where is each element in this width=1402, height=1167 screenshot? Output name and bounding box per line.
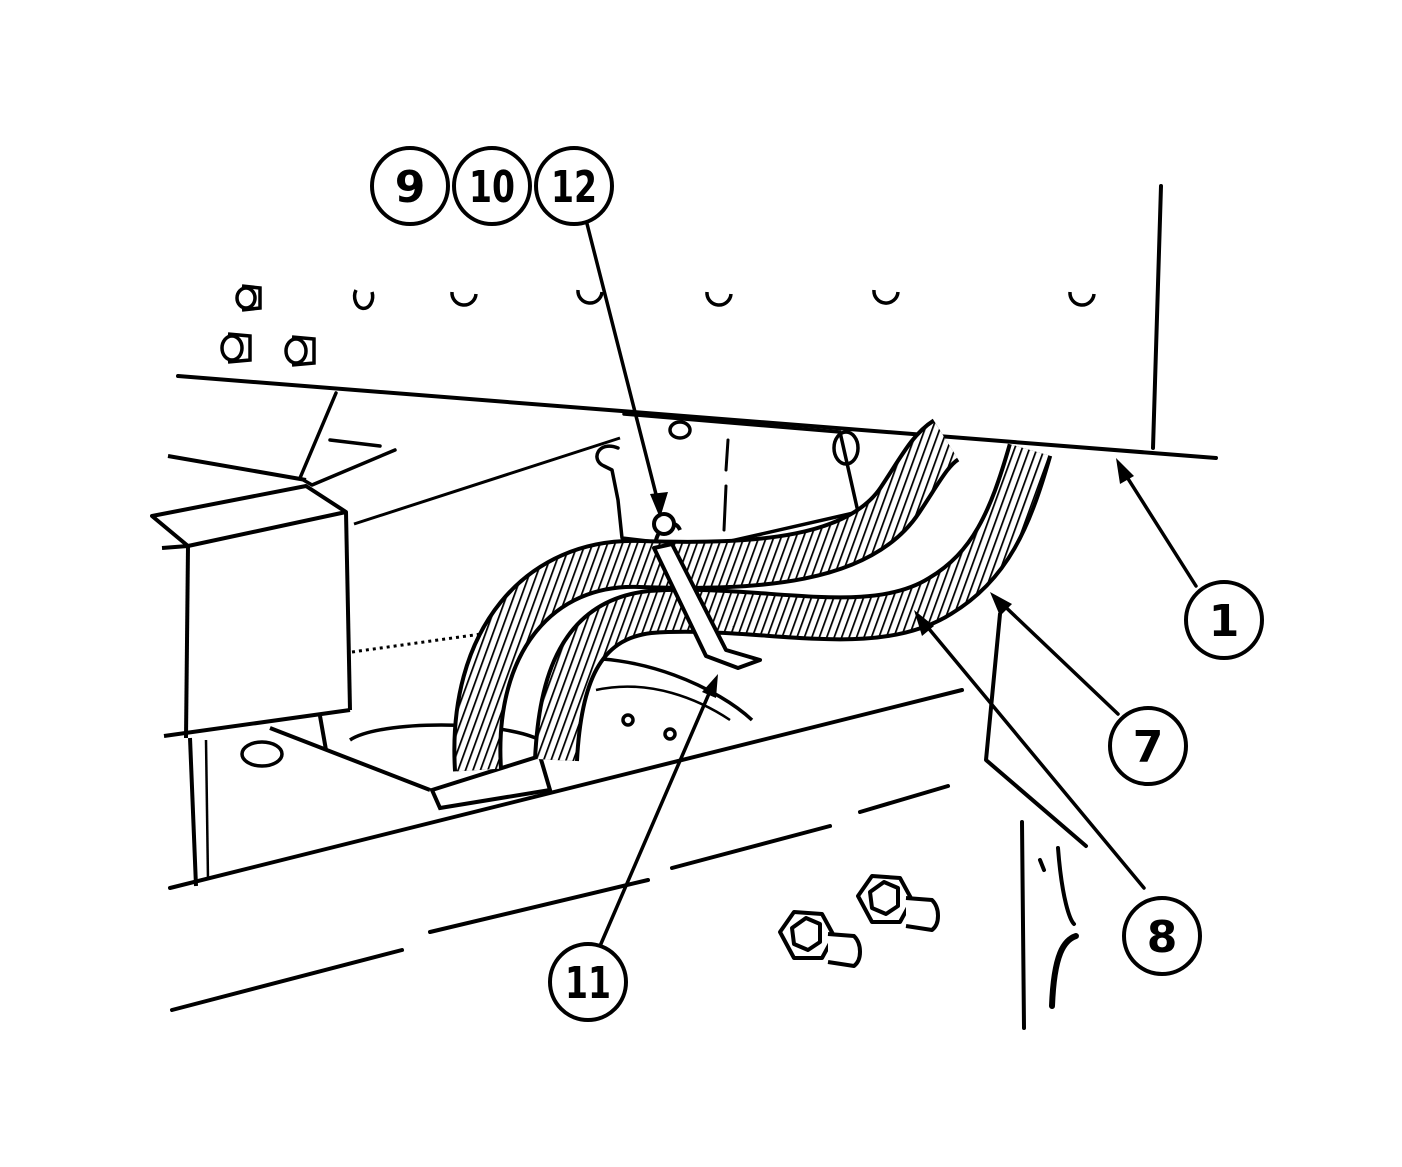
callout-9-label: 9 — [395, 162, 426, 213]
callout-1-label: 1 — [1209, 596, 1240, 647]
upper-panel — [176, 184, 1218, 460]
callout-8-label: 8 — [1147, 912, 1178, 963]
callout-11: 11 — [548, 942, 628, 1022]
callout-7-label: 7 — [1133, 722, 1164, 773]
callout-10: 10 — [452, 146, 532, 226]
hose-clamp — [652, 512, 762, 670]
hose-bracket — [298, 391, 860, 550]
callout-12: 12 — [534, 146, 614, 226]
callout-11-label: 11 — [565, 958, 611, 1009]
panel-studs — [220, 284, 316, 367]
callout-7: 7 — [1108, 706, 1188, 786]
callout-1: 1 — [1184, 580, 1264, 660]
right-bracket — [984, 612, 1088, 1030]
panel-mounting-holes — [352, 289, 1096, 311]
hex-nuts — [778, 874, 940, 968]
callout-10-label: 10 — [469, 162, 515, 213]
leader-lines — [582, 210, 1198, 948]
callout-9: 9 — [370, 146, 450, 226]
hose-8 — [452, 418, 961, 772]
hose-7 — [533, 443, 1053, 762]
callout-8: 8 — [1122, 896, 1202, 976]
dotted-reference-line — [351, 628, 511, 654]
frame-rail — [168, 688, 964, 1012]
left-housing — [150, 436, 621, 887]
callout-12-label: 12 — [551, 162, 597, 213]
